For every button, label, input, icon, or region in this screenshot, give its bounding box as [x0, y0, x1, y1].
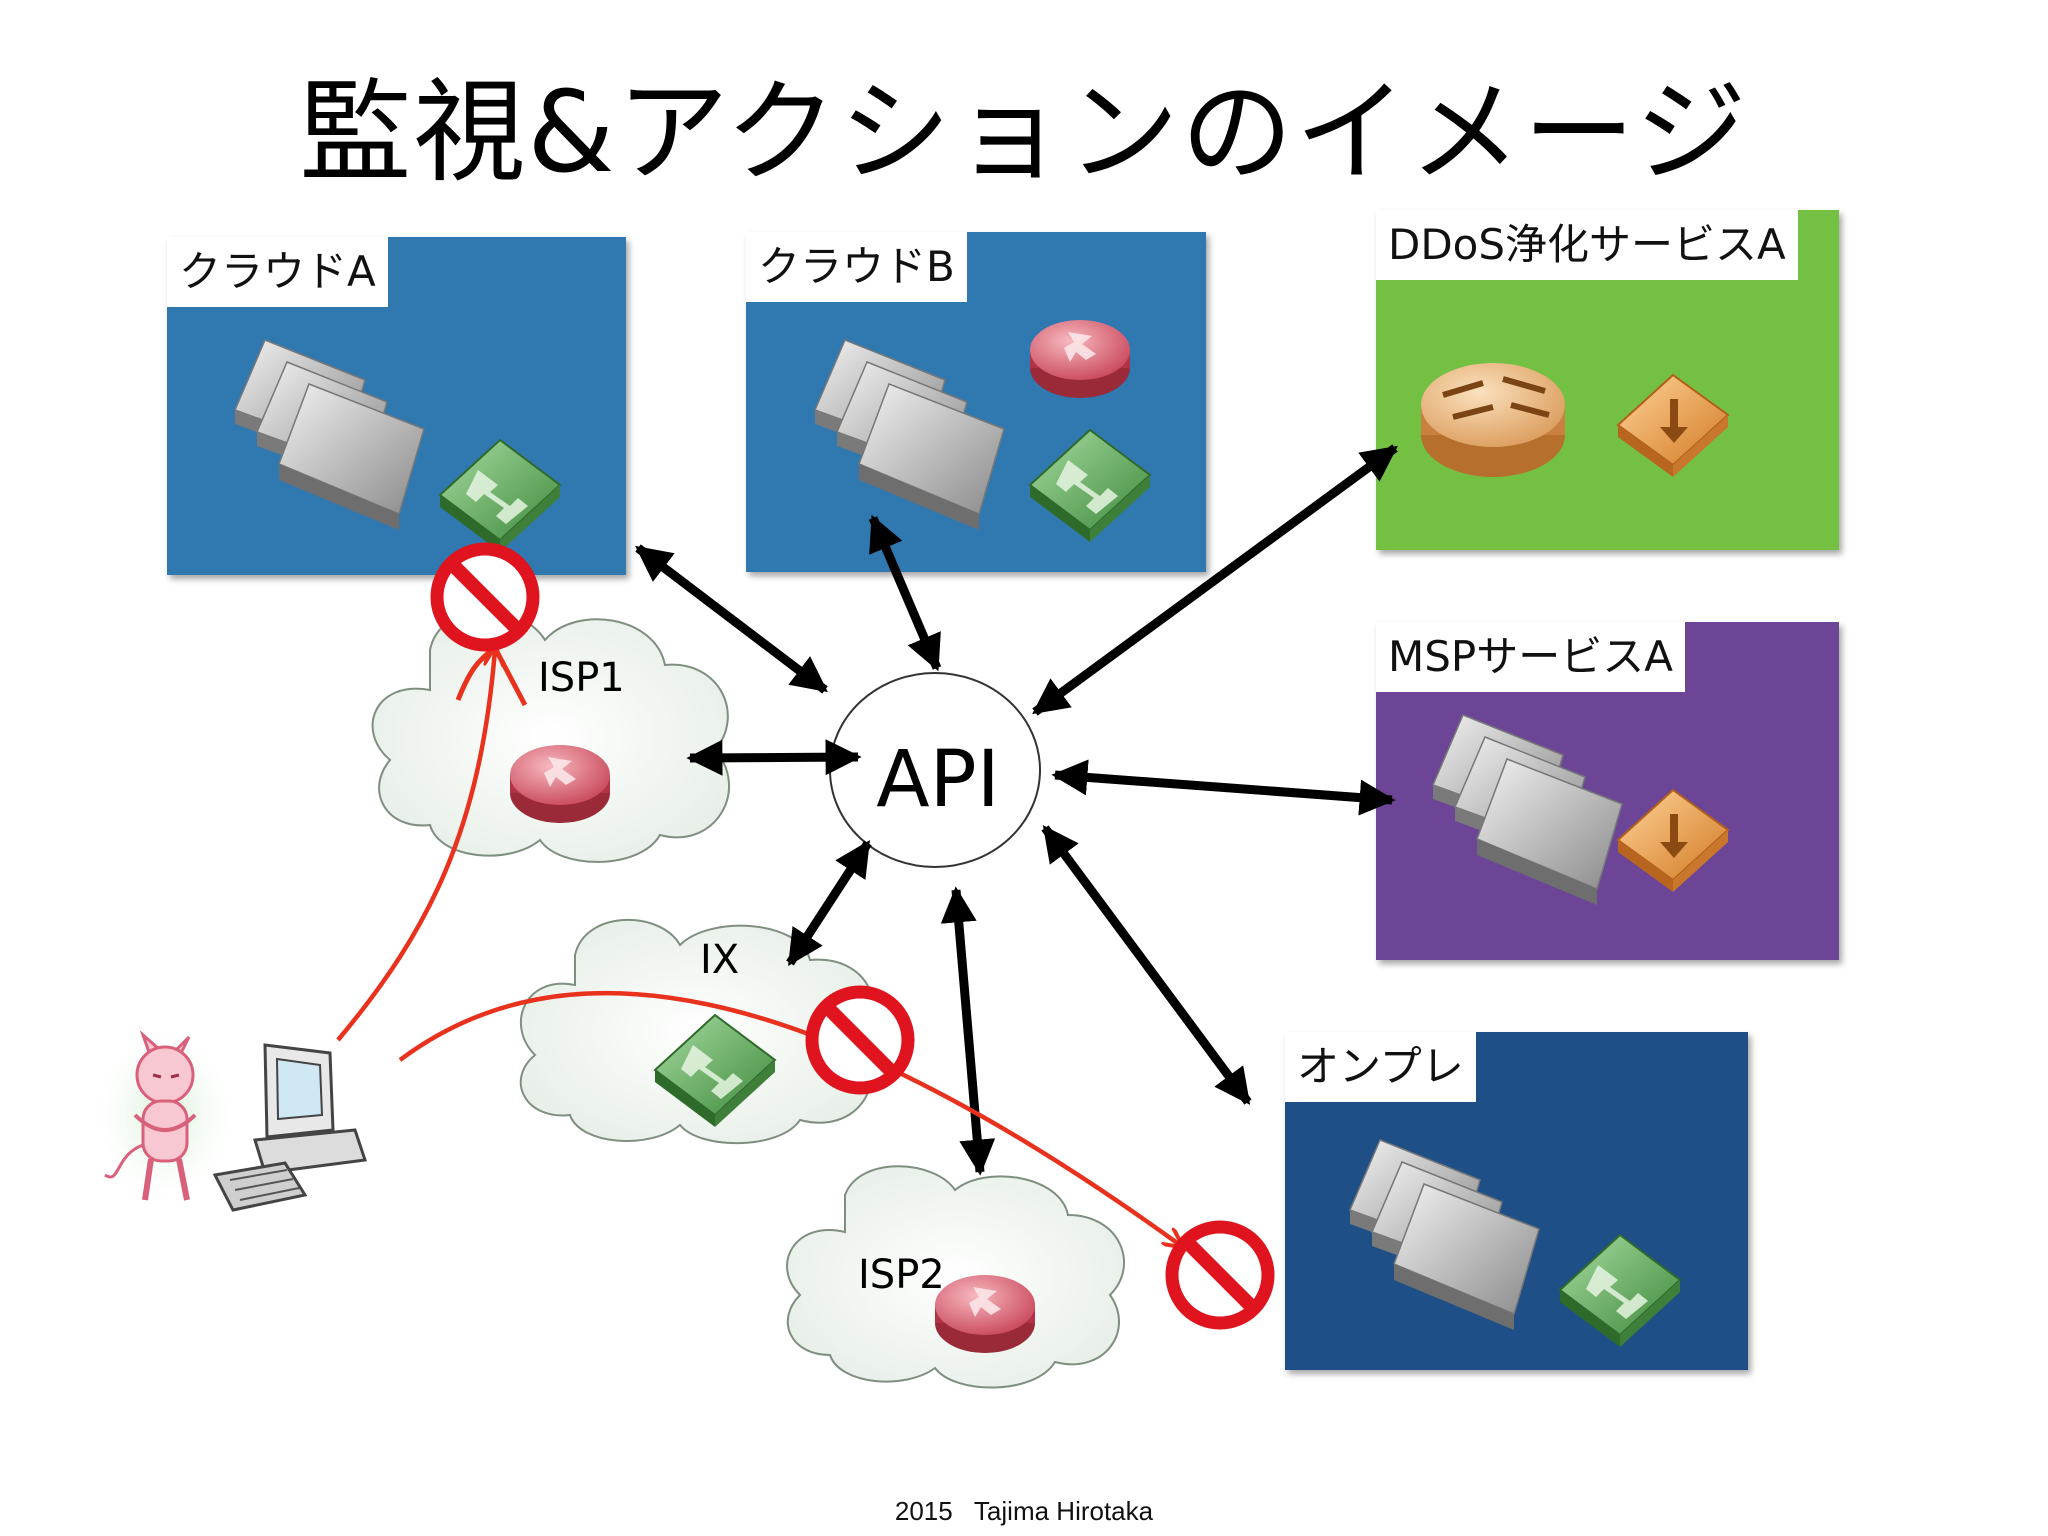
page-title: 監視&アクションのイメージ [299, 68, 1749, 198]
api-label: API [876, 735, 1000, 825]
panel-msp-service-label: MSPサービスA [1376, 622, 1685, 692]
panel-cloud-a-label: クラウドA [167, 237, 388, 307]
block-icon [1172, 1227, 1268, 1323]
server-stack-icon [814, 339, 1005, 531]
arrow-msp [1051, 759, 1396, 816]
attacker-computer-icon [212, 1043, 367, 1212]
arrow-ix [786, 839, 872, 967]
api-connections [635, 444, 1398, 1176]
switch-icon [1559, 1234, 1681, 1348]
attack-arrow-isp1 [336, 650, 495, 1042]
router-icon [510, 745, 610, 823]
arrow-isp2 [940, 886, 996, 1176]
cloud-ix-label: IX [700, 937, 740, 983]
attacker-devil-icon [90, 1020, 240, 1210]
arrow-isp1 [686, 739, 862, 776]
filter-icon [1617, 374, 1729, 478]
panel-cloud-b-label: クラウドB [746, 232, 967, 302]
arrow-on-premise [1041, 825, 1252, 1105]
cloud-isp1-label: ISP1 [538, 655, 625, 701]
block-icon [812, 992, 908, 1088]
server-stack-icon [1349, 1139, 1540, 1331]
panel-cloud-a: クラウドA [167, 237, 626, 575]
router-icon [935, 1275, 1035, 1353]
server-stack-icon [1432, 714, 1623, 906]
cloud-isp2-label: ISP2 [858, 1252, 945, 1298]
cloud-isp1 [371, 610, 731, 863]
arrow-cloud-b [868, 514, 942, 672]
router-icon [1030, 320, 1130, 398]
arrow-ddos [1032, 444, 1398, 716]
panel-ddos-service-label: DDoS浄化サービスA [1376, 210, 1798, 280]
switch-icon [439, 439, 561, 553]
arrow-cloud-a [635, 544, 828, 694]
switch-icon [1029, 429, 1151, 543]
footer-credit: 2015 Tajima Hirotaka [894, 1496, 1154, 1526]
server-stack-icon [234, 339, 425, 531]
firewall-icon [1421, 363, 1565, 477]
panel-on-premise-label: オンプレ [1285, 1032, 1476, 1102]
block-icon [437, 549, 533, 645]
cloud-isp2 [786, 1165, 1126, 1389]
filter-icon [1617, 789, 1729, 893]
attack-arrow-on-premise [398, 990, 1180, 1245]
